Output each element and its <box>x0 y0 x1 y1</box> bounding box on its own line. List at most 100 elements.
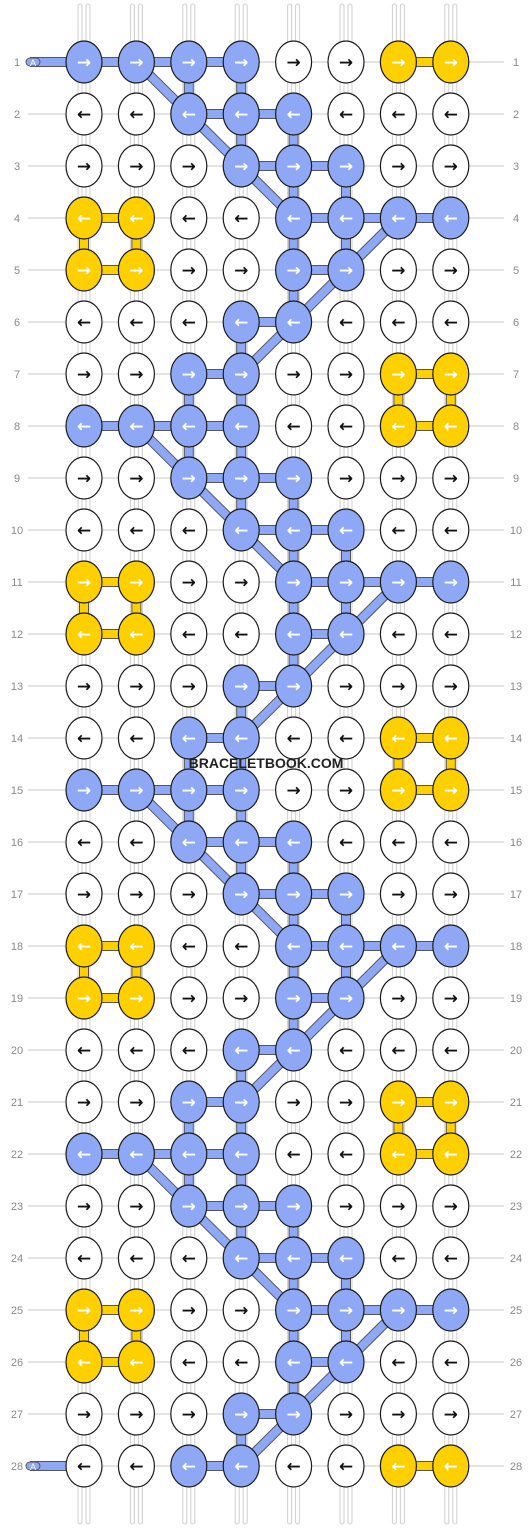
knot: → <box>170 248 208 292</box>
left-arrow-icon: ← <box>444 729 458 749</box>
row-number-left: 15 <box>11 785 23 797</box>
knot-oval <box>275 144 313 188</box>
left-arrow-icon: ← <box>234 417 248 437</box>
knot-oval <box>117 872 155 916</box>
knot-oval <box>170 872 208 916</box>
knot-oval <box>379 404 417 448</box>
left-arrow-icon: ← <box>77 1457 91 1477</box>
knot-oval <box>117 612 155 656</box>
knot-oval <box>117 1080 155 1124</box>
knot: → <box>117 560 155 604</box>
left-arrow-icon: ← <box>182 521 196 541</box>
knot: → <box>275 456 313 500</box>
row-number-right: 4 <box>513 213 519 225</box>
knot: ← <box>432 508 470 552</box>
knot: ← <box>432 404 470 448</box>
knot-oval <box>327 144 365 188</box>
row-number-right: 14 <box>510 733 522 745</box>
knot: → <box>432 560 470 604</box>
row-number-right: 23 <box>510 1201 522 1213</box>
right-arrow-icon: → <box>339 261 353 281</box>
right-arrow-icon: → <box>234 261 248 281</box>
knot: ← <box>65 1444 103 1488</box>
right-arrow-icon: → <box>77 53 91 73</box>
row-number-left: 28 <box>11 1461 23 1473</box>
row-number-left: 9 <box>14 473 20 485</box>
row-number-left: 2 <box>14 109 20 121</box>
right-arrow-icon: → <box>182 1301 196 1321</box>
left-arrow-icon: ← <box>339 521 353 541</box>
right-arrow-icon: → <box>77 1197 91 1217</box>
knot: ← <box>117 1028 155 1072</box>
knot: → <box>379 1392 417 1436</box>
row-number-right: 17 <box>510 889 522 901</box>
knot-oval <box>65 144 103 188</box>
row-number-right: 13 <box>510 681 522 693</box>
knot: ← <box>222 92 260 136</box>
knot-oval <box>65 508 103 552</box>
left-arrow-icon: ← <box>339 417 353 437</box>
left-arrow-icon: ← <box>129 729 143 749</box>
right-arrow-icon: → <box>444 157 458 177</box>
knot-oval <box>275 352 313 396</box>
knot: → <box>327 144 365 188</box>
row-number-left: 7 <box>14 369 20 381</box>
right-arrow-icon: → <box>286 469 300 489</box>
knot-oval <box>432 1236 470 1280</box>
knot: → <box>170 872 208 916</box>
left-arrow-icon: ← <box>234 1145 248 1165</box>
knot-oval <box>222 872 260 916</box>
knot: ← <box>170 716 208 760</box>
knot-oval <box>170 352 208 396</box>
knot-oval <box>432 508 470 552</box>
right-arrow-icon: → <box>391 573 405 593</box>
knot: ← <box>379 924 417 968</box>
knot: ← <box>379 820 417 864</box>
left-arrow-icon: ← <box>444 521 458 541</box>
row-number-left: 27 <box>11 1409 23 1421</box>
knot-oval <box>170 560 208 604</box>
knot-oval <box>327 768 365 812</box>
knot-oval <box>117 976 155 1020</box>
left-arrow-icon: ← <box>391 105 405 125</box>
knot-oval <box>275 1288 313 1332</box>
knot-oval <box>117 1132 155 1176</box>
knot-oval <box>222 1392 260 1436</box>
right-arrow-icon: → <box>391 989 405 1009</box>
left-arrow-icon: ← <box>391 521 405 541</box>
knot-oval <box>327 508 365 552</box>
knot: ← <box>327 404 365 448</box>
left-arrow-icon: ← <box>129 1145 143 1165</box>
knot-oval <box>275 196 313 240</box>
knot-oval <box>275 508 313 552</box>
knot: ← <box>275 196 313 240</box>
knot-oval <box>222 300 260 344</box>
knot-oval <box>170 664 208 708</box>
knot-oval <box>275 872 313 916</box>
knot: ← <box>170 1028 208 1072</box>
row-number-left: 24 <box>11 1253 23 1265</box>
knot: ← <box>275 508 313 552</box>
left-arrow-icon: ← <box>182 313 196 333</box>
knot: ← <box>432 1028 470 1072</box>
right-arrow-icon: → <box>182 885 196 905</box>
knot-oval <box>379 300 417 344</box>
right-arrow-icon: → <box>234 781 248 801</box>
knot-oval <box>222 92 260 136</box>
right-arrow-icon: → <box>339 989 353 1009</box>
knot: ← <box>379 1340 417 1384</box>
row-number-right: 16 <box>510 837 522 849</box>
knot: → <box>65 1080 103 1124</box>
knot-oval <box>432 92 470 136</box>
knot: → <box>379 1080 417 1124</box>
knot-oval <box>379 40 417 84</box>
row-number-right: 15 <box>510 785 522 797</box>
knot: ← <box>379 1444 417 1488</box>
right-arrow-icon: → <box>391 157 405 177</box>
knot: ← <box>222 716 260 760</box>
knot-oval <box>170 248 208 292</box>
knot: ← <box>222 1340 260 1384</box>
knot: ← <box>170 1340 208 1384</box>
right-arrow-icon: → <box>444 677 458 697</box>
knot: → <box>327 1288 365 1332</box>
